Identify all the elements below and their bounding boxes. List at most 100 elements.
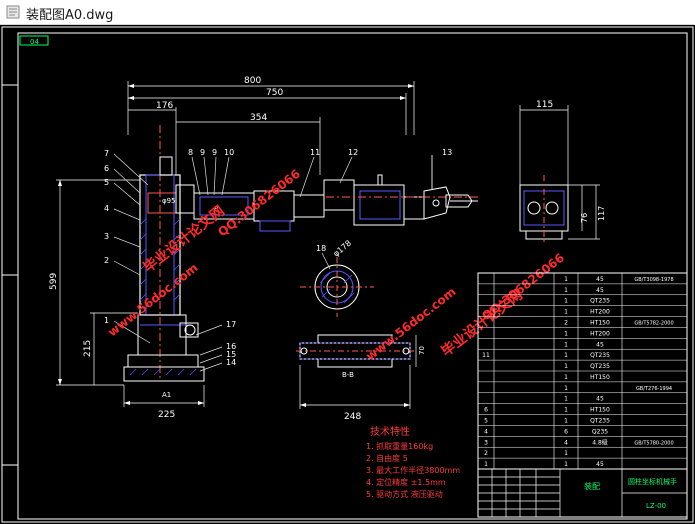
dim-76: 76 (580, 213, 589, 223)
bom-cell-qty: 1 (564, 450, 568, 457)
bom-cell-qty: 1 (564, 407, 568, 414)
part-14: 14 (226, 358, 236, 367)
bom-cell-mat: 45 (596, 287, 604, 294)
drawing-tab[interactable] (19, 35, 49, 46)
bom-cell-std: GB/T3098-1978 (634, 277, 673, 283)
part-11: 11 (310, 148, 320, 157)
drawing-name: 圆柱坐标机械手 (628, 477, 677, 486)
bom-cell-qty: 1 (564, 385, 568, 392)
part-17: 17 (226, 320, 236, 329)
part-15: 15 (226, 350, 236, 359)
bom-cell-mat: HT150 (590, 407, 610, 414)
inner-border (17, 32, 688, 520)
bom-cell-qty: 1 (564, 298, 568, 305)
window-title: 装配图A0.dwg (26, 8, 114, 23)
drawing-tab-label: 04 (30, 38, 39, 46)
bom-cell-mat: HT200 (590, 330, 610, 337)
bom-cell-no: 5 (484, 418, 488, 425)
part-leaders (113, 153, 353, 372)
bom-cell-mat: QT235 (590, 363, 610, 370)
bom-cell-qty: 1 (564, 352, 568, 359)
bom-cell-mat: HT150 (590, 320, 610, 327)
part-9: 9 (200, 148, 205, 157)
section-label-a1: A1 (162, 391, 171, 399)
part-3: 3 (104, 232, 109, 241)
dim-800: 800 (244, 76, 261, 86)
part-9b: 9 (212, 148, 217, 157)
dimension-lines (56, 81, 600, 409)
part-18: 18 (316, 244, 326, 253)
tech-note-2: 2. 自由度 5 (366, 453, 408, 463)
bom-cell-qty: 1 (564, 341, 568, 348)
bom-cell-no: 11 (482, 352, 490, 359)
part-numbers: 7 6 5 4 3 2 1 17 16 15 14 8 9 9 10 11 12… (104, 148, 452, 367)
bom-cell-mat: HT150 (590, 374, 610, 381)
bom-cell-qty: 2 (564, 320, 568, 327)
bom-cell-qty: 1 (564, 418, 568, 425)
title-block-label: 装配 (584, 481, 600, 491)
bom-cell-mat: 45 (596, 396, 604, 403)
title-block (477, 468, 688, 518)
bom-cell-std: GB/T5782-2000 (634, 321, 673, 327)
bom-cell-mat: 4.8级 (592, 438, 608, 446)
bom-cell-qty: 1 (564, 363, 568, 370)
bom-cell-qty: 1 (564, 330, 568, 337)
part-8: 8 (188, 148, 193, 157)
tech-note-5: 5. 驱动方式 液压驱动 (366, 489, 443, 499)
section-bb-view (296, 334, 414, 368)
tech-note-4: 4. 定位精度 ±1.5mm (366, 477, 446, 487)
dim-phi95: φ95 (162, 197, 176, 205)
window-titlebar: 装配图A0.dwg (0, 0, 695, 25)
bom-cell-mat: 45 (596, 461, 604, 468)
bom-cell-mat: Q235 (592, 428, 608, 435)
section-disk-view (300, 257, 374, 317)
bom-cell-std: GB/T5780-2000 (634, 440, 673, 446)
bom-cell-mat: HT200 (590, 309, 610, 316)
bom-cell-no: 2 (484, 450, 488, 457)
bom-cell-qty: 1 (564, 287, 568, 294)
bom-cell-no: 3 (484, 439, 488, 446)
bom-cell-mat: 45 (596, 341, 604, 348)
dim-225: 225 (158, 410, 175, 420)
bom-cell-qty: 1 (564, 309, 568, 316)
part-16: 16 (226, 342, 236, 351)
bom-cell-std: GB/T276-1994 (636, 386, 672, 392)
bom-cell-qty: 1 (564, 374, 568, 381)
bom-cell-no: 1 (484, 461, 488, 468)
bom-cell-mat: 45 (596, 276, 604, 283)
bom-cell-qty: 6 (564, 428, 568, 435)
tech-note-3: 3. 最大工作半径3800mm (366, 465, 460, 475)
dim-phi178: φ178 (332, 238, 354, 258)
dim-8: 8 (214, 205, 218, 213)
part-6: 6 (104, 164, 109, 173)
bom-cell-qty: 4 (564, 439, 568, 446)
bom-cell-qty: 1 (564, 396, 568, 403)
dim-215: 215 (83, 340, 93, 357)
bom-cell-qty: 1 (564, 461, 568, 468)
dim-750: 750 (266, 88, 283, 98)
dwg-file-icon (6, 5, 20, 19)
part-4: 4 (104, 204, 109, 213)
dim-248: 248 (344, 412, 361, 422)
bom-cell-mat: QT235 (590, 418, 610, 425)
cad-drawing[interactable]: 04 (0, 25, 695, 524)
part-7: 7 (104, 149, 109, 158)
part-10: 10 (224, 148, 234, 157)
technical-notes: 技术特性 1. 抓取重量160kg 2. 自由度 5 3. 最大工作半径3800… (366, 425, 460, 499)
drawing-canvas[interactable]: 04 (0, 25, 695, 524)
bom-cell-qty: 1 (564, 276, 568, 283)
bom-cell-mat: QT235 (590, 352, 610, 359)
tech-notes-title: 技术特性 (370, 425, 410, 438)
dim-599: 599 (49, 273, 59, 290)
part-12: 12 (348, 148, 358, 157)
part-2: 2 (104, 256, 109, 265)
bom-cell-no: 4 (484, 428, 488, 435)
dim-115: 115 (536, 100, 553, 110)
dimension-arrows (58, 84, 414, 407)
side-view (519, 175, 569, 245)
drawing-number: LZ-00 (646, 502, 666, 510)
main-front-view (123, 125, 480, 382)
dim-354: 354 (250, 113, 267, 123)
section-label-bb: B-B (342, 371, 354, 379)
